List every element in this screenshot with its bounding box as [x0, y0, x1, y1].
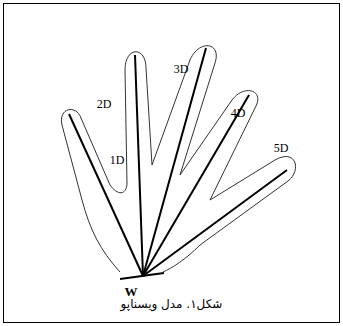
digit-lines: [69, 48, 287, 276]
figure-frame: [4, 4, 340, 323]
hand-outline: [61, 46, 295, 272]
digit-label: 4D: [231, 107, 246, 119]
digit-label: 3D: [174, 63, 189, 75]
wrist-label: W: [125, 285, 138, 298]
figure-caption: شکل۱. مدل ویسناپو: [10, 297, 333, 311]
digit-label: 1D: [110, 154, 125, 166]
digit-label: 2D: [97, 98, 112, 110]
digit-label: 5D: [274, 142, 289, 154]
